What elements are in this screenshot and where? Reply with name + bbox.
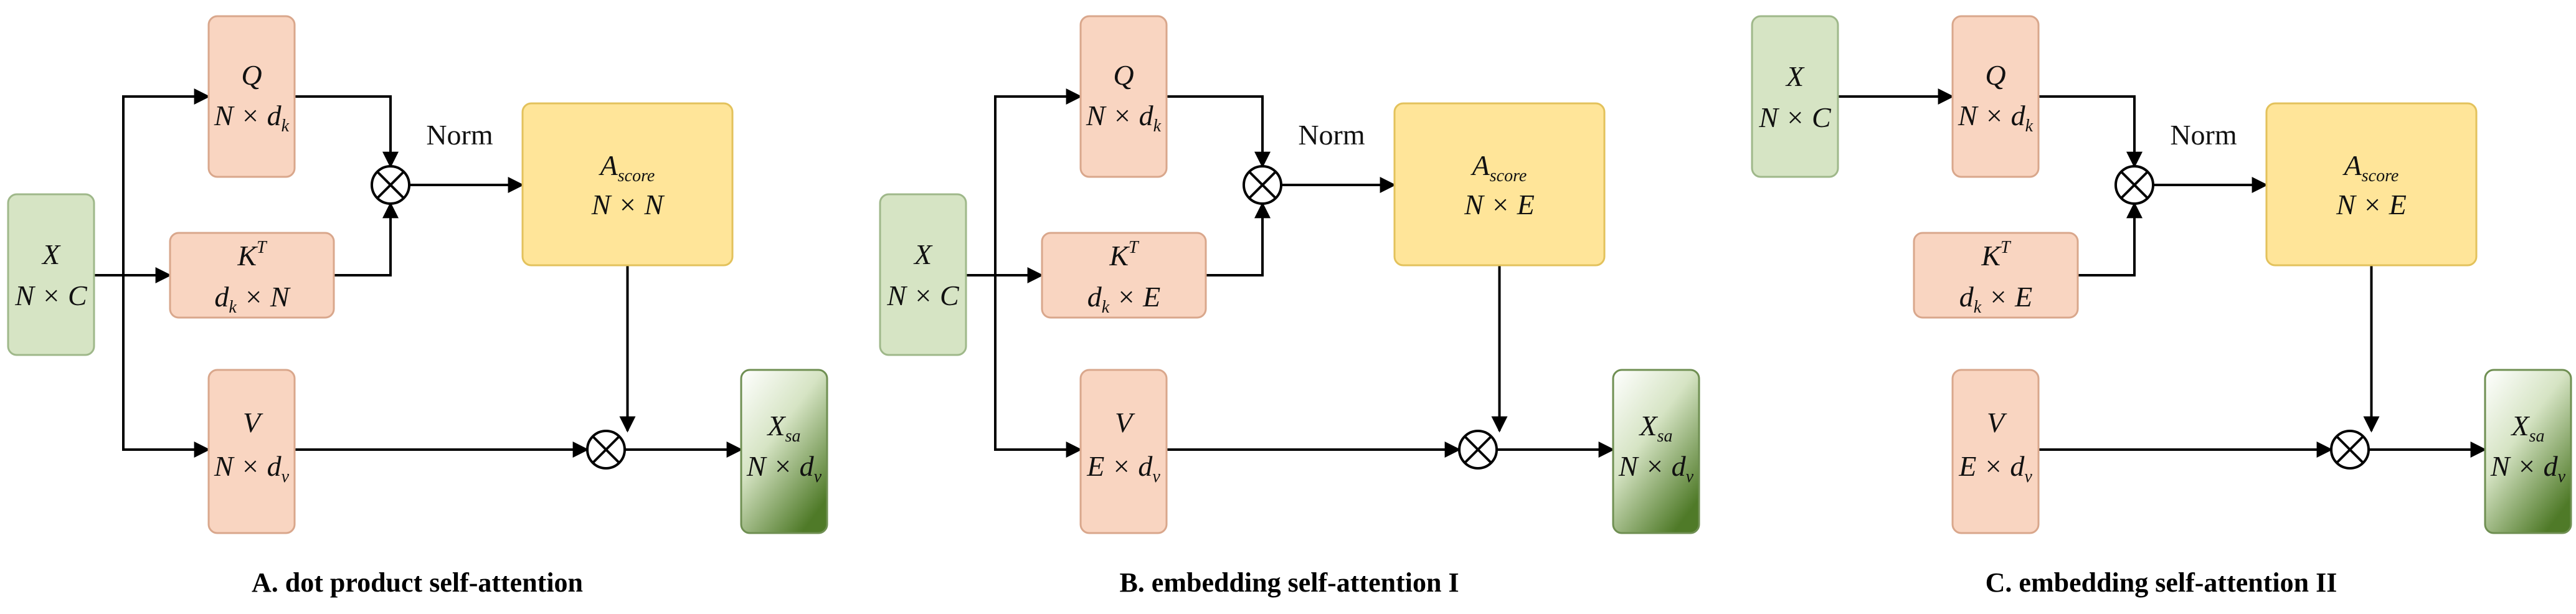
edge-k-to-mult xyxy=(1206,202,1271,276)
input-x-name: X xyxy=(1785,60,1805,92)
attention-score-box xyxy=(1393,102,1606,267)
edge-x-to-q xyxy=(994,88,1082,275)
query-name: Q xyxy=(1985,59,2005,91)
value-dim: N × dv xyxy=(214,450,290,486)
multiply-icon-av xyxy=(586,430,626,470)
edge-q-to-mult xyxy=(1167,95,1271,168)
output-xsa-name: Xsa xyxy=(766,410,800,446)
key-dim: dk × E xyxy=(1087,281,1161,317)
panel-caption: A. dot product self-attention xyxy=(252,567,583,598)
key-dim: dk × E xyxy=(1959,281,2033,317)
query-dim: N × dk xyxy=(214,100,290,136)
value-dim: E × dv xyxy=(1958,450,2032,486)
multiply-icon-qk xyxy=(1243,165,1282,205)
norm-label: Norm xyxy=(2170,119,2237,151)
edge-q-to-mult xyxy=(295,95,399,168)
attention-score-box xyxy=(2265,102,2478,267)
output-xsa-box xyxy=(740,369,828,534)
key-name: KT xyxy=(237,238,268,272)
key-transpose-box xyxy=(169,232,335,319)
input-x-name: X xyxy=(41,239,61,270)
edge-x-to-q xyxy=(122,88,211,275)
key-name: KT xyxy=(1981,238,2012,272)
value-name: V xyxy=(1987,407,2007,438)
edge-k-to-mult xyxy=(334,202,399,276)
attention-score-dim: N × E xyxy=(2336,189,2407,220)
input-x-box xyxy=(879,193,967,356)
value-name: V xyxy=(243,407,263,438)
norm-label: Norm xyxy=(1298,119,1365,151)
output-xsa-dim: N × dv xyxy=(2490,450,2566,486)
value-box xyxy=(1951,369,2040,534)
edge-k-to-mult xyxy=(2078,202,2143,276)
panel-caption: C. embedding self-attention II xyxy=(1986,567,2337,598)
input-x-box xyxy=(7,193,95,356)
multiply-icon-av xyxy=(1458,430,1498,470)
output-xsa-box xyxy=(1612,369,1700,534)
edge-x-to-v xyxy=(122,275,211,458)
output-xsa-box xyxy=(2484,369,2572,534)
multiply-icon-av xyxy=(2330,430,2370,470)
value-dim: E × dv xyxy=(1086,450,1160,486)
query-box xyxy=(207,15,296,178)
query-name: Q xyxy=(241,59,262,91)
key-transpose-box xyxy=(1041,232,1207,319)
edge-x-to-v xyxy=(994,275,1082,458)
input-x-box xyxy=(1751,15,1839,178)
multiply-icon-qk xyxy=(371,165,410,205)
attention-score-dim: N × N xyxy=(591,189,665,220)
input-x-dim: N × C xyxy=(1758,102,1832,133)
edge-q-to-mult xyxy=(2039,95,2143,168)
value-name: V xyxy=(1115,407,1135,438)
attention-score-dim: N × E xyxy=(1464,189,1535,220)
key-transpose-box xyxy=(1913,232,2079,319)
query-name: Q xyxy=(1113,59,1134,91)
input-x-dim: N × C xyxy=(886,280,960,311)
key-name: KT xyxy=(1109,238,1140,272)
query-box xyxy=(1079,15,1168,178)
query-dim: N × dk xyxy=(1958,100,2034,136)
output-xsa-dim: N × dv xyxy=(746,450,822,486)
attention-score-name: Ascore xyxy=(2342,149,2399,186)
output-xsa-name: Xsa xyxy=(2510,410,2544,446)
output-xsa-name: Xsa xyxy=(1638,410,1672,446)
output-xsa-dim: N × dv xyxy=(1618,450,1694,486)
query-dim: N × dk xyxy=(1086,100,1162,136)
attention-score-box xyxy=(521,102,734,267)
attention-score-name: Ascore xyxy=(599,149,655,186)
value-box xyxy=(1079,369,1168,534)
input-x-dim: N × C xyxy=(14,280,88,311)
panel-caption: B. embedding self-attention I xyxy=(1119,567,1459,598)
multiply-icon-qk xyxy=(2114,165,2154,205)
key-dim: dk × N xyxy=(214,281,290,317)
value-box xyxy=(207,369,296,534)
query-box xyxy=(1951,15,2040,178)
attention-score-name: Ascore xyxy=(1470,149,1527,186)
input-x-name: X xyxy=(913,239,933,270)
norm-label: Norm xyxy=(426,119,493,151)
